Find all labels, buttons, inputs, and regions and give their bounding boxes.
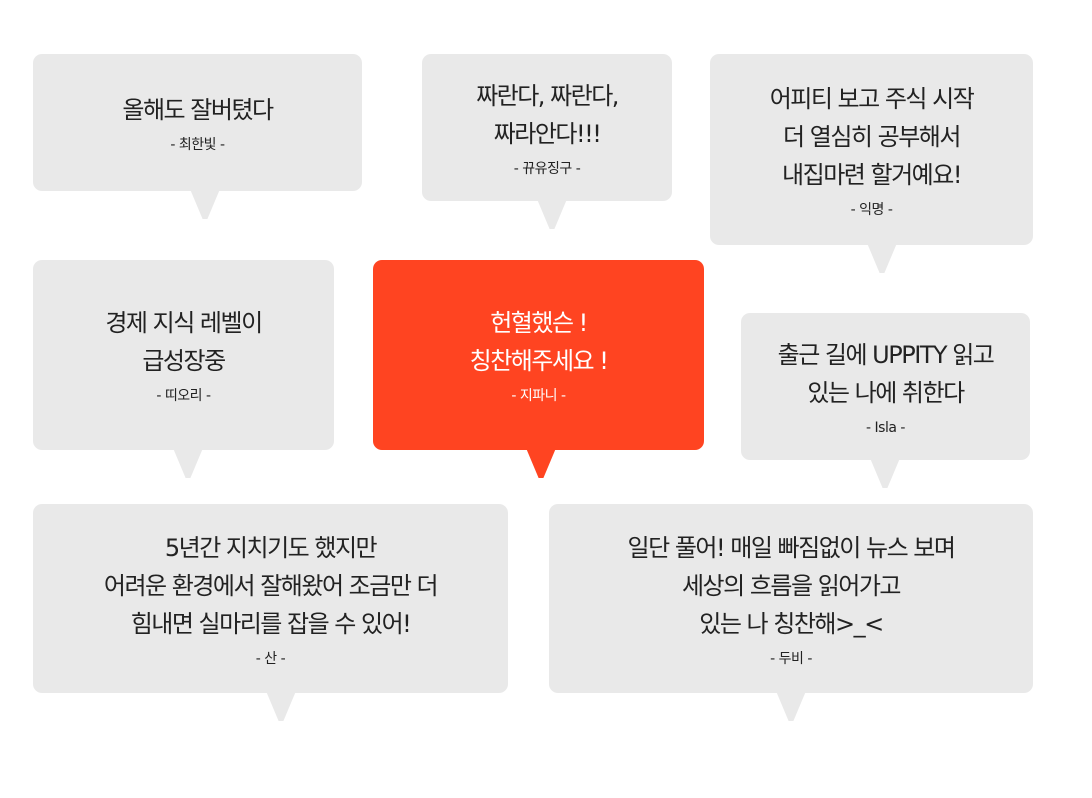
message-text: 헌혈했슨 ! 칭찬해주세요 ! (469, 309, 609, 375)
bubble-tail (776, 691, 806, 721)
message-bubble: 일단 풀어! 매일 빠짐없이 뉴스 보며 세상의 흐름을 읽어가고 있는 나 칭… (549, 504, 1033, 721)
message-text: 경제 지식 레벨이 급성장중 (105, 309, 263, 375)
message-bubble: 짜란다, 짜란다, 짜라안다!!! - 뀨유징구 - (422, 54, 672, 229)
message-bubble: 경제 지식 레벨이 급성장중 - 띠오리 - (33, 260, 334, 478)
message-bubble: 어피티 보고 주식 시작 더 열심히 공부해서 내집마련 할거예요! - 익명 … (710, 54, 1033, 273)
message-author: - 지파니 - (511, 388, 566, 404)
bubble-tail (190, 189, 220, 219)
message-author: - Isla - (866, 419, 905, 436)
message-text: 5년간 지치기도 했지만 어려운 환경에서 잘해왔어 조금만 더 힘내면 실마리… (103, 533, 439, 638)
message-bubble: 올해도 잘버텼다 - 최한빛 - (33, 54, 362, 219)
message-text: 출근 길에 UPPITY 읽고 있는 나에 취한다 (777, 340, 995, 407)
message-author: - 두비 - (770, 650, 812, 667)
message-text: 올해도 잘버텼다 (122, 95, 274, 124)
bubble-tail (173, 448, 203, 478)
bubble-tail (266, 691, 296, 721)
highlighted-message-bubble: 헌혈했슨 ! 칭찬해주세요 ! - 지파니 - (373, 260, 704, 478)
message-author: - 익명 - (850, 201, 893, 218)
message-author: - 띠오리 - (156, 388, 211, 404)
message-text: 일단 풀어! 매일 빠짐없이 뉴스 보며 세상의 흐름을 읽어가고 있는 나 칭… (627, 533, 956, 638)
message-author: - 최한빛 - (170, 136, 225, 153)
bubble-tail (526, 448, 556, 478)
message-author: - 뀨유징구 - (513, 160, 581, 177)
message-bubble: 5년간 지치기도 했지만 어려운 환경에서 잘해왔어 조금만 더 힘내면 실마리… (33, 504, 508, 721)
message-text: 짜란다, 짜란다, 짜라안다!!! (476, 81, 619, 148)
bubble-tail (537, 199, 567, 229)
bubble-tail (867, 243, 897, 273)
message-bubble: 출근 길에 UPPITY 읽고 있는 나에 취한다 - Isla - (741, 313, 1030, 488)
message-text: 어피티 보고 주식 시작 더 열심히 공부해서 내집마련 할거예요! (769, 84, 975, 189)
bubble-tail (870, 458, 900, 488)
message-author: - 산 - (255, 650, 286, 667)
